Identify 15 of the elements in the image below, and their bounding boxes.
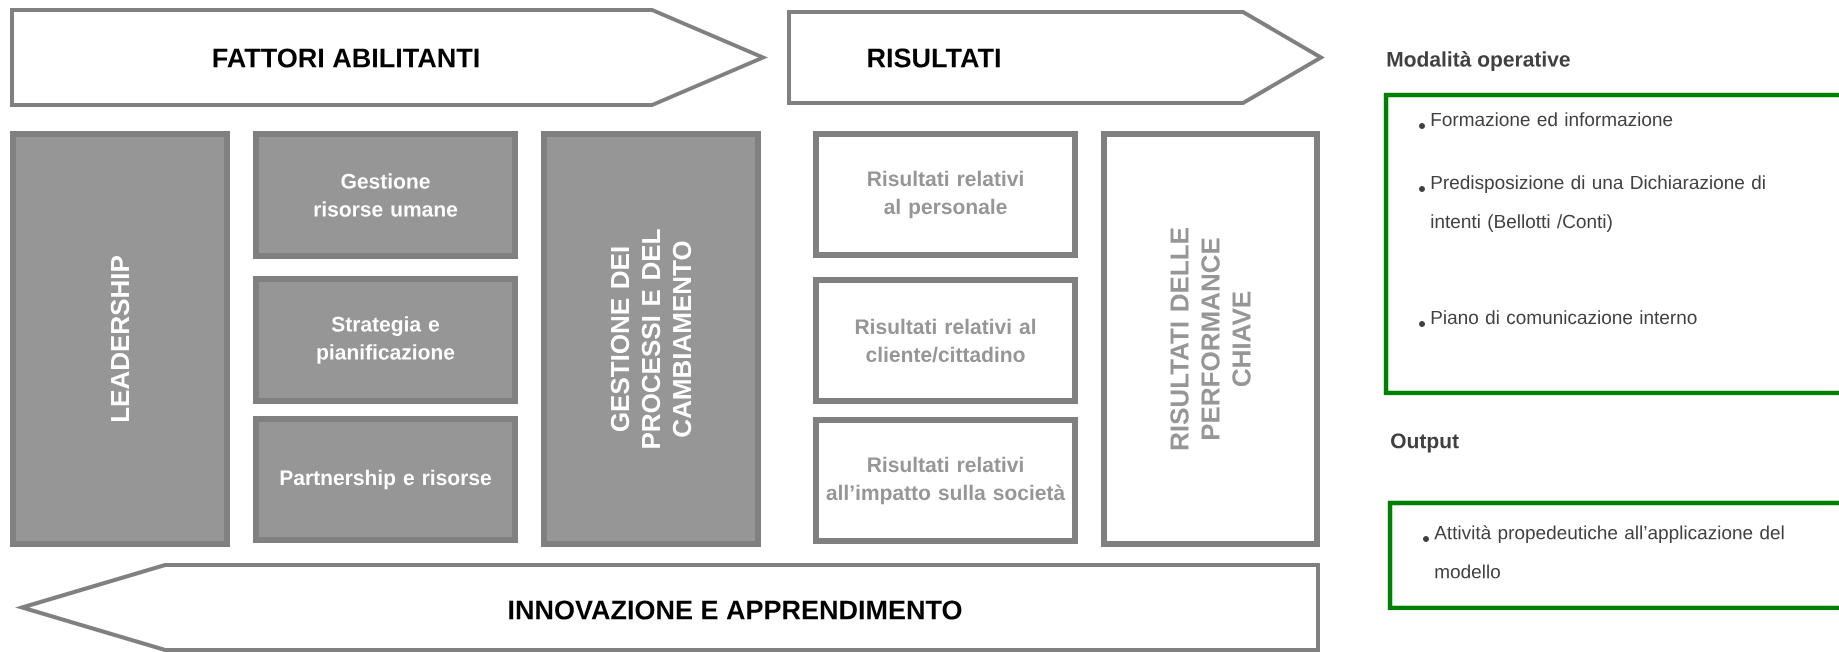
node-label: Output — [1391, 433, 1459, 453]
category-box: LEADERSHIP — [10, 131, 230, 547]
bullet-list-box: Modalità operative Formazione ed informazione Predisposizione di una Dichiarazione di intenti (Bellotti /Conti) Piano di comunicazione interno — [1383, 51, 1839, 396]
arrow-banner: RISULTATI — [787, 10, 1325, 105]
category-box: Gestione risorse umane — [253, 131, 518, 259]
category-box: Risultati relativi all’impatto sulla società — [813, 417, 1078, 544]
category-box: Risultati relativi al cliente/cittadino — [813, 277, 1078, 404]
category-box: GESTIONE DEI PROCESSI E DEL CAMBIAMENTO — [541, 131, 761, 547]
category-box: RISULTATI DELLE PERFORMANCE CHIAVE — [1101, 131, 1320, 547]
category-box: Strategia e pianificazione — [253, 276, 518, 404]
arrow-banner: FATTORI ABILITANTI — [10, 8, 769, 107]
category-box: Risultati relativi al personale — [813, 131, 1078, 258]
node-label: Modalità operative — [1387, 51, 1570, 71]
category-box: Partnership e risorse — [253, 416, 518, 543]
bullet-list-box: Output Attività propedeutiche all’applicazione del modello — [1387, 433, 1839, 611]
